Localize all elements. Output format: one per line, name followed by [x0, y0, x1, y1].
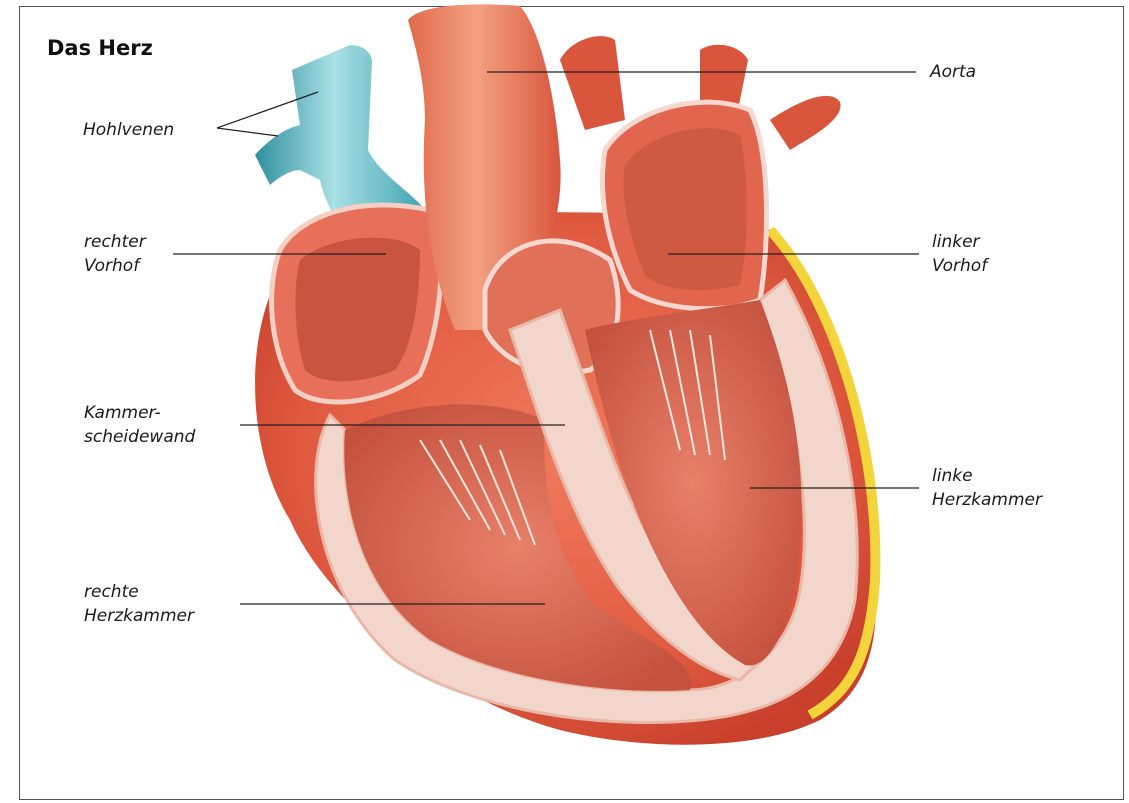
label-hohlvenen: Hohlvenen — [83, 118, 174, 142]
figure-title: Das Herz — [47, 36, 153, 60]
label-rechter-vorhof: rechter Vorhof — [84, 230, 146, 278]
label-rechte-herzkammer: rechte Herzkammer — [84, 580, 194, 628]
leader-hohlvenen-2 — [217, 128, 278, 136]
label-linker-vorhof: linker Vorhof — [932, 230, 987, 278]
label-aorta: Aorta — [930, 60, 976, 84]
label-kammerscheidewand: Kammer- scheidewand — [84, 401, 195, 449]
label-linke-herzkammer: linke Herzkammer — [932, 464, 1042, 512]
